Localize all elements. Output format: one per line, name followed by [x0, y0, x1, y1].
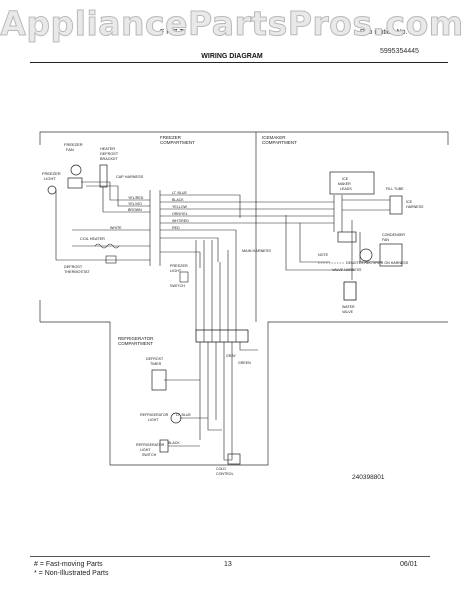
svg-text:WHITE: WHITE: [110, 226, 122, 230]
bottom-border: [39, 300, 448, 466]
document-title: WIRING DIAGRAM: [201, 53, 263, 60]
svg-text:NOTE: NOTE: [318, 253, 329, 257]
svg-text:BLACK: BLACK: [168, 441, 180, 445]
svg-text:YEL/VIO: YEL/VIO: [128, 202, 142, 206]
coil-heater: COIL HEATER: [80, 237, 120, 249]
svg-text:DENOTES RECTIFIER ON HARNESS: DENOTES RECTIFIER ON HARNESS: [346, 261, 409, 265]
rectifier-note: NOTE DENOTES RECTIFIER ON HARNESS: [318, 253, 409, 265]
svg-text:LT. BLUE: LT. BLUE: [172, 191, 188, 195]
page-number: 13: [224, 561, 232, 568]
freezer-wires: [55, 181, 256, 330]
refrigerator-compartment-label: REFRIGERATOR COMPARTMENT: [118, 336, 155, 346]
icemaker-compartment-label: ICEMAKER COMPARTMENT: [262, 135, 297, 145]
footer-date: 06/01: [400, 561, 418, 568]
footer-rule: [30, 556, 430, 557]
svg-text:FILL TUBE: FILL TUBE: [386, 187, 404, 191]
svg-text:BLACK: BLACK: [172, 198, 184, 202]
cap-harness-label: CAP HARNESS: [116, 175, 144, 179]
freezer-compartment-label: FREEZER COMPARTMENT: [160, 135, 195, 145]
svg-text:GREEN: GREEN: [238, 361, 251, 365]
svg-text:YEL/RED: YEL/RED: [128, 196, 144, 200]
fill-tube-component: FILL TUBE: [386, 187, 404, 215]
compartment-borders: [39, 131, 449, 466]
figure-number: 240398801: [352, 474, 385, 481]
svg-text:RED: RED: [172, 226, 180, 230]
valve-harness-label: VALVE HARNESS: [332, 268, 362, 272]
publication-label: Pub ication No.: [360, 29, 408, 36]
freezer-border: [39, 131, 449, 145]
svg-text:LT. BLUE: LT. BLUE: [176, 413, 192, 417]
header-title-fragment: F R Z T: [160, 29, 184, 36]
wire-color-labels: LT. BLUE BLACK YELLOW ORN/YEL WHT/RED RE…: [110, 191, 189, 230]
svg-text:WHT/RED: WHT/RED: [172, 219, 189, 223]
refrigerator-wires: [164, 342, 258, 461]
svg-text:YELLOW: YELLOW: [172, 205, 188, 209]
icemaker-wires: [256, 195, 390, 280]
publication-number: 5995354445: [380, 48, 419, 55]
footer-non-illustrated-note: * = Non-Illustrated Parts: [34, 570, 109, 577]
svg-text:ORN/YEL: ORN/YEL: [172, 212, 188, 216]
footer-fast-moving-note: # = Fast-moving Parts: [34, 561, 103, 568]
svg-text:COIL HEATER: COIL HEATER: [80, 237, 105, 241]
main-harness-label: MAIN HARNESS: [242, 249, 271, 253]
refrigerator-wire-labels: GRAY GREEN BLACK LT. BLUE: [168, 354, 251, 445]
main-connector: [195, 329, 249, 343]
header-rule: [30, 62, 448, 63]
svg-text:BROWN: BROWN: [128, 208, 142, 212]
svg-text:GRAY: GRAY: [226, 354, 237, 358]
